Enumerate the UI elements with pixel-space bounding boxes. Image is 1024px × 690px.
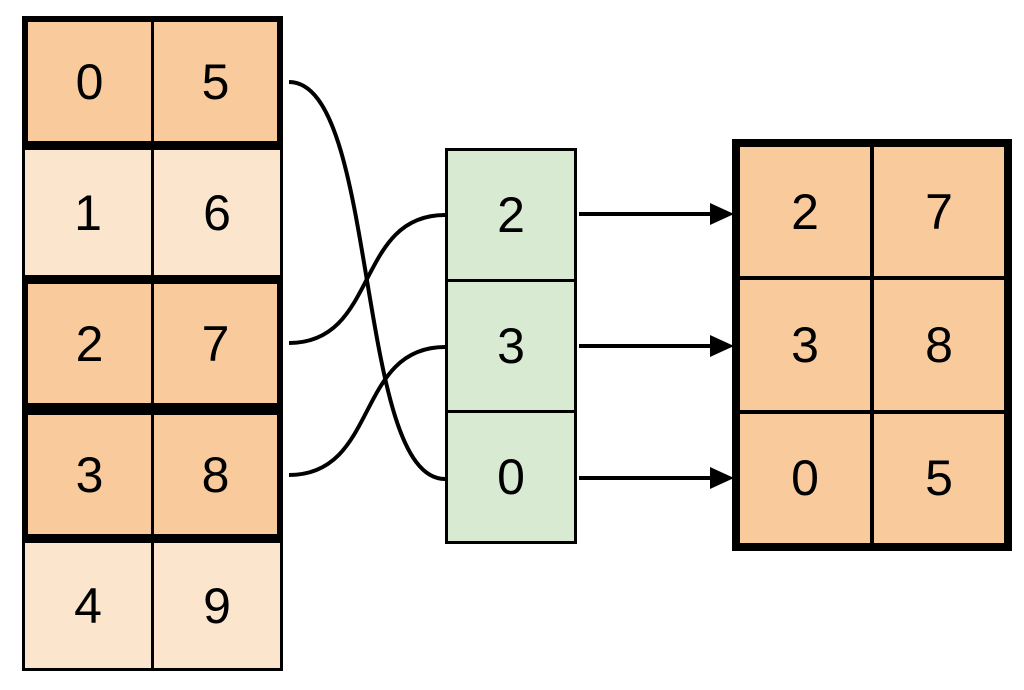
result-cell: 7: [874, 147, 1004, 277]
source-table-row-2: 2 7: [22, 278, 283, 409]
curve-source-row3-to-index3: [288, 345, 446, 477]
result-table: 2 7 3 8 0 5: [732, 139, 1012, 551]
source-cell: 8: [154, 415, 277, 534]
result-cell: 8: [874, 280, 1004, 410]
source-cell: 5: [154, 22, 277, 141]
source-cell: 4: [25, 543, 151, 668]
curve-source-row0-to-index0: [288, 80, 446, 481]
source-table-row-3: 3 8: [22, 409, 283, 540]
source-cell: 9: [154, 543, 280, 668]
index-column: 2 3 0: [445, 148, 577, 544]
result-cell: 2: [740, 147, 870, 277]
index-cell: 3: [448, 282, 574, 410]
source-cell: 1: [25, 150, 151, 275]
source-cell: 2: [28, 284, 151, 403]
arrowhead-result-row0: [710, 203, 734, 225]
curve-source-row2-to-index2: [288, 213, 446, 345]
source-cell: 3: [28, 415, 151, 534]
source-cell: 6: [154, 150, 280, 275]
index-cell: 0: [448, 413, 574, 541]
index-cell: 2: [448, 151, 574, 279]
source-table-row-4: 4 9: [22, 540, 283, 671]
source-cell: 0: [28, 22, 151, 141]
arrowhead-result-row2: [710, 467, 734, 489]
source-table-row-0: 0 5: [22, 16, 283, 147]
result-cell: 5: [874, 413, 1004, 543]
source-table-row-1: 1 6: [22, 147, 283, 278]
result-cell: 3: [740, 280, 870, 410]
source-cell: 7: [154, 284, 277, 403]
arrowhead-result-row1: [710, 335, 734, 357]
result-cell: 0: [740, 413, 870, 543]
